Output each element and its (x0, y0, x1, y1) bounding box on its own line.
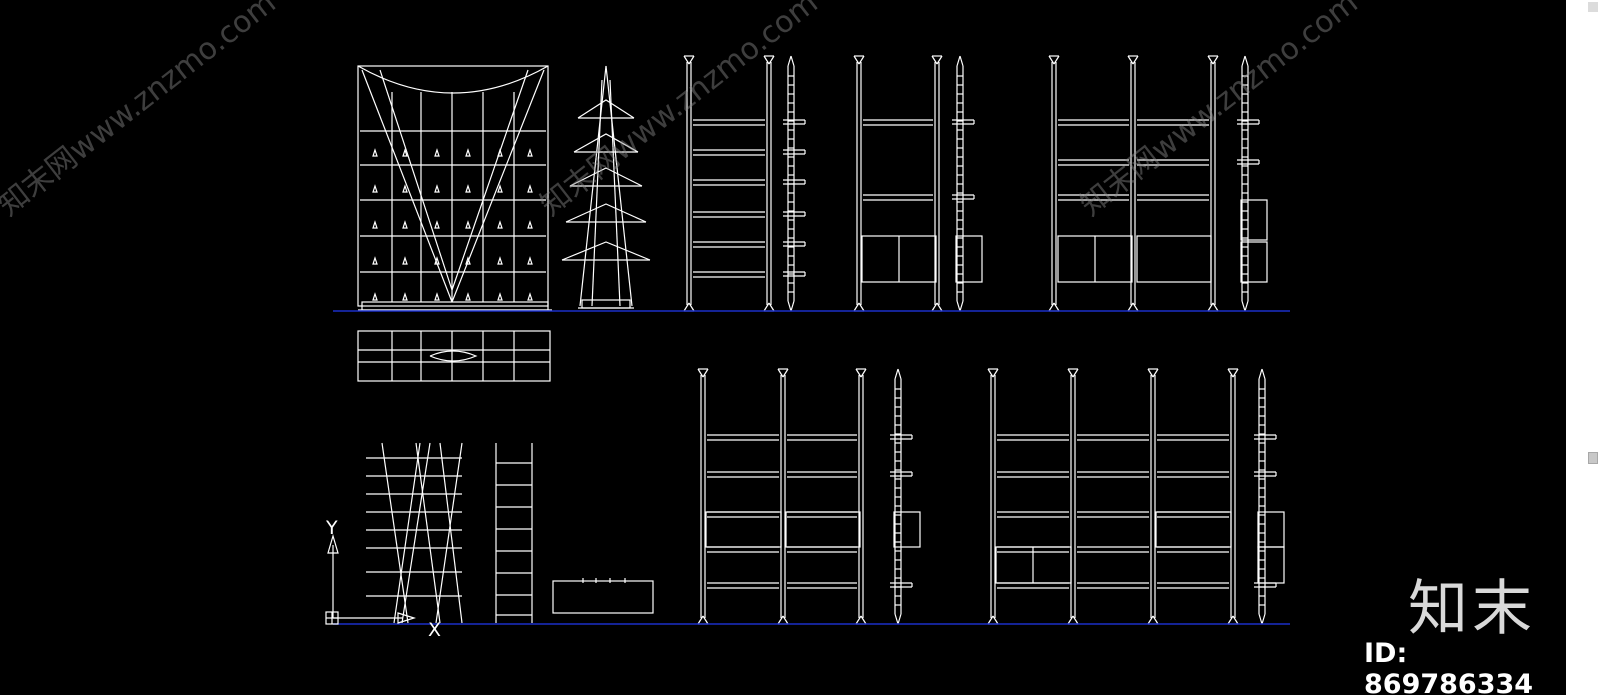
ucs-axis-icon (325, 533, 417, 625)
cad-drawing-viewport[interactable]: Y X 知末网www.znzmo.com 知末网www.znzmo.com 知末… (0, 0, 1566, 695)
ucs-y-label: Y (325, 517, 338, 539)
scroll-up-arrow[interactable] (1588, 2, 1598, 12)
scrollbar-thumb[interactable] (1588, 452, 1598, 464)
id-stamp: ID: 869786334 (1364, 638, 1534, 695)
brand-logo: 知末 (1408, 574, 1536, 644)
cad-drawing-canvas[interactable]: Y X (0, 0, 1566, 695)
vertical-scrollbar[interactable] (1566, 0, 1600, 695)
ucs-x-label: X (428, 619, 441, 641)
